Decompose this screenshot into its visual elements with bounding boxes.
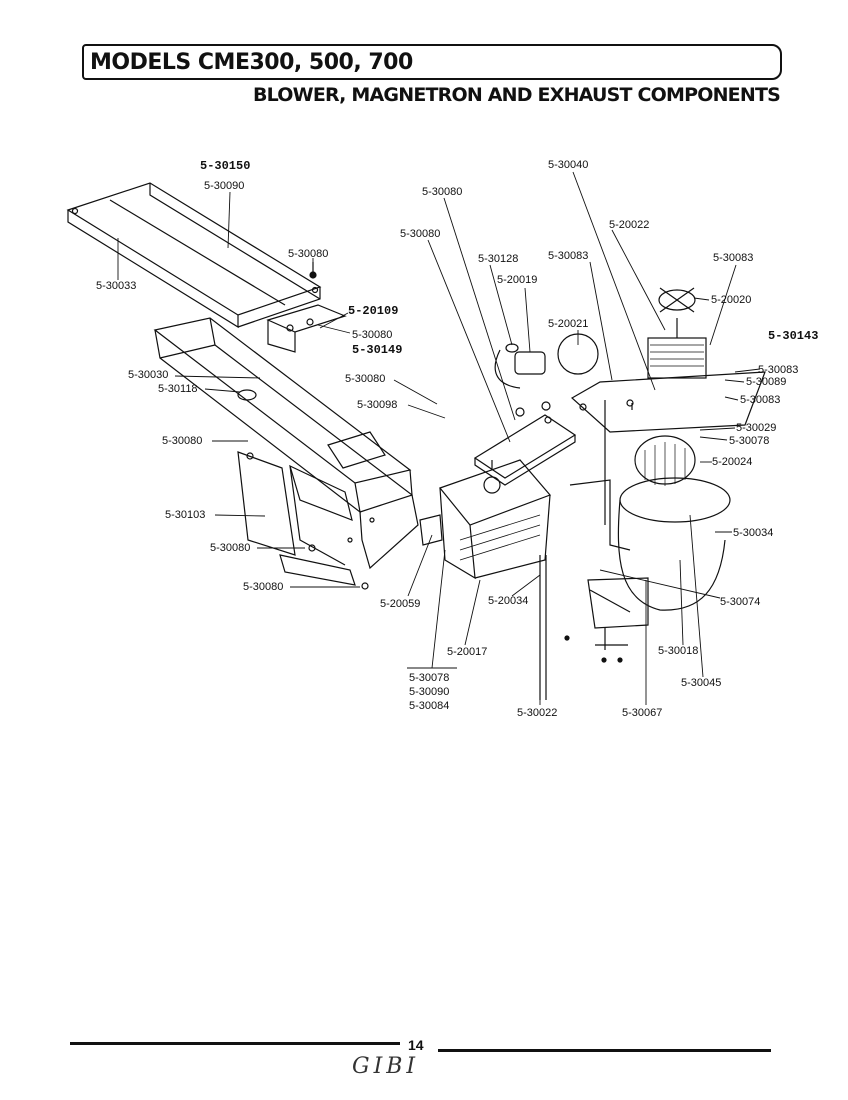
callout-label: 5-30150 (200, 159, 251, 173)
top-duct-channel (66, 182, 322, 329)
magnetron-mount-plate (473, 401, 577, 486)
callout-label: 5-30078 (409, 672, 450, 684)
callout-label: 5-30080 (352, 329, 393, 341)
ground-bracket (587, 577, 649, 663)
small-bracket-20059 (419, 514, 443, 546)
callout-label: 5-20024 (712, 456, 753, 468)
callout-label: 5-20109 (348, 304, 399, 318)
callout-label: 5-30080 (210, 542, 251, 554)
callout-label: 5-30080 (345, 373, 386, 385)
handwritten-signature: GIBI (352, 1054, 420, 1079)
side-panel-part (237, 451, 353, 566)
callout-label: 5-30118 (158, 383, 198, 395)
callout-label: 5-20019 (497, 274, 538, 286)
callout-label: 5-30143 (768, 329, 819, 343)
callout-label: 5-30030 (128, 369, 169, 381)
footer-rule-left (70, 1042, 400, 1045)
callout-label: 5-30022 (517, 707, 558, 719)
rod-part (539, 555, 570, 700)
long-exhaust-duct (153, 317, 419, 570)
callout-label: 5-20022 (609, 219, 650, 231)
magnetron-assembly (438, 459, 552, 580)
callout-label: 5-30045 (681, 677, 722, 689)
callout-label: 5-30149 (352, 343, 403, 357)
callout-label: 5-30084 (409, 700, 450, 712)
models-header-box: MODELS CME300, 500, 700 (82, 44, 782, 80)
callout-label: 5-30040 (548, 159, 589, 171)
callout-label: 5-20059 (380, 598, 421, 610)
callout-label: 5-30103 (165, 509, 206, 521)
callout-label: 5-30074 (720, 596, 761, 608)
callout-label: 5-30067 (622, 707, 663, 719)
callout-label: 5-30083 (758, 364, 799, 376)
callout-label: 5-30089 (746, 376, 787, 388)
callout-label: 5-30098 (357, 399, 398, 411)
footer-rule-right (438, 1049, 771, 1052)
bracket-part (266, 304, 347, 353)
callout-label: 5-30083 (740, 394, 781, 406)
callout-label: 5-30080 (243, 581, 284, 593)
section-title: BLOWER, MAGNETRON AND EXHAUST COMPONENTS (253, 84, 781, 106)
callout-label: 5-30080 (422, 186, 463, 198)
page-number: 14 (408, 1037, 424, 1053)
blower-housing (569, 435, 731, 611)
leader-lines (117, 171, 761, 705)
callout-label: 5-30080 (162, 435, 203, 447)
callout-label: 5-30083 (713, 252, 754, 264)
bottom-tray-part (279, 554, 369, 590)
callout-label: 5-30029 (736, 422, 777, 434)
callout-label: 5-30080 (288, 248, 329, 260)
blower-base-plate (570, 371, 766, 525)
callout-label: 5-30083 (548, 250, 589, 262)
callout-label: 5-30033 (96, 280, 137, 292)
callout-label: 5-30128 (478, 253, 519, 265)
callout-label: 5-30090 (204, 180, 245, 192)
callout-label: 5-20020 (711, 294, 752, 306)
models-title: MODELS CME300, 500, 700 (90, 50, 413, 75)
fan-motor (647, 287, 707, 379)
callout-label: 5-20034 (488, 595, 529, 607)
callout-label: 5-30018 (658, 645, 699, 657)
callout-label: 5-30090 (409, 686, 450, 698)
callout-label: 5-20021 (548, 318, 589, 330)
lamp-assembly (494, 333, 599, 389)
callout-label: 5-30078 (729, 435, 770, 447)
callout-label: 5-30080 (400, 228, 441, 240)
callout-label: 5-30034 (733, 527, 774, 539)
callout-label: 5-20017 (447, 646, 488, 658)
